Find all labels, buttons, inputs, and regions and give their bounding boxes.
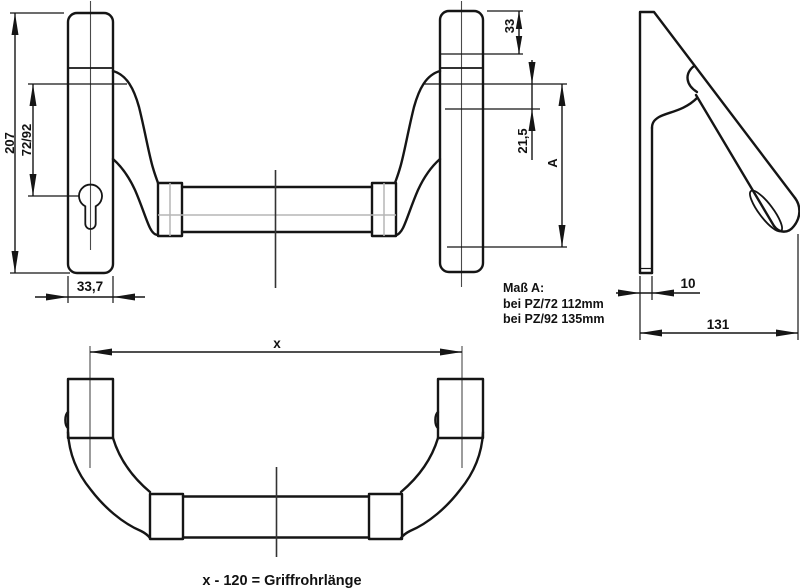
right-mount-block bbox=[436, 377, 485, 440]
front-left-plate bbox=[66, 1, 115, 275]
note-line-pz72: bei PZ/72 112mm bbox=[503, 297, 604, 311]
lever-inner-edge bbox=[694, 93, 776, 228]
bottom-tube-block-right bbox=[367, 492, 404, 541]
dim-label-72-92: 72/92 bbox=[19, 124, 34, 157]
bottom-geometry bbox=[64, 346, 485, 557]
right-block-clip bbox=[434, 410, 440, 430]
arrow-left-icon bbox=[90, 348, 112, 356]
bottom-tube-block-left bbox=[148, 492, 185, 541]
left-arm-upper-edge bbox=[111, 69, 160, 185]
dim-label-10: 10 bbox=[680, 276, 695, 291]
arrow-right-icon bbox=[776, 329, 798, 337]
front-grip-bar bbox=[111, 69, 442, 288]
note-mass-a: Maß A: bei PZ/72 112mm bei PZ/92 135mm bbox=[503, 281, 604, 326]
arrow-down-icon bbox=[515, 36, 523, 54]
front-dimensions: 207 72/92 33,7 33 21,5 A bbox=[2, 10, 567, 303]
dim-label-21-5: 21,5 bbox=[515, 128, 530, 153]
arrow-down-icon bbox=[528, 62, 536, 84]
dim-label-207: 207 bbox=[2, 132, 17, 154]
bottom-left-arm-inner bbox=[111, 436, 152, 494]
dim-label-x: x bbox=[273, 336, 281, 351]
side-plate-and-lever-outer bbox=[638, 10, 797, 275]
side-view: 10 131 bbox=[616, 10, 800, 340]
euro-cylinder-keyhole bbox=[78, 183, 103, 230]
dim-label-a: A bbox=[545, 158, 560, 168]
plate-outline bbox=[66, 11, 115, 275]
arrow-down-icon bbox=[11, 251, 19, 273]
right-arm-lower-edge bbox=[394, 157, 442, 237]
bottom-view: x bbox=[64, 336, 485, 557]
left-mount-block bbox=[66, 377, 115, 440]
arrow-right-icon bbox=[46, 293, 68, 301]
bottom-dimensions: x bbox=[90, 336, 462, 356]
left-arm-lower-edge bbox=[111, 157, 160, 237]
side-profile bbox=[638, 10, 800, 275]
dim-label-131: 131 bbox=[707, 317, 730, 332]
lever-end-cap bbox=[772, 196, 800, 233]
arrow-right-icon bbox=[440, 348, 462, 356]
bottom-right-arm-inner bbox=[399, 436, 440, 494]
lever-to-plate-curve bbox=[650, 96, 699, 130]
note-title: Maß A: bbox=[503, 281, 544, 295]
bottom-right-arm-outer bbox=[399, 430, 485, 540]
arrow-up-icon bbox=[558, 84, 566, 106]
arrow-left-icon bbox=[113, 293, 135, 301]
arrow-left-icon bbox=[640, 329, 662, 337]
lever-pivot-bump bbox=[686, 64, 699, 94]
post-outline bbox=[438, 9, 485, 274]
caption-grip-tube-length: x - 120 = Griffrohrlänge bbox=[202, 573, 361, 588]
arrow-up-icon bbox=[11, 13, 19, 35]
left-block-clip bbox=[64, 410, 70, 430]
arrow-up-icon bbox=[515, 11, 523, 29]
tube-end-face-ellipse bbox=[749, 189, 783, 233]
bottom-left-arm-outer bbox=[66, 430, 152, 540]
dim-label-33-7: 33,7 bbox=[77, 279, 103, 294]
arrow-left-icon bbox=[652, 289, 674, 297]
arrow-down-icon bbox=[29, 174, 37, 196]
arrow-right-icon bbox=[618, 289, 640, 297]
side-dimensions: 10 131 bbox=[616, 234, 799, 340]
note-line-pz92: bei PZ/92 135mm bbox=[503, 312, 604, 326]
front-right-post bbox=[438, 1, 485, 287]
dim-label-33: 33 bbox=[502, 19, 517, 33]
arrow-up-icon bbox=[29, 84, 37, 106]
arrow-up-icon bbox=[528, 109, 536, 131]
arrow-down-icon bbox=[558, 225, 566, 247]
front-view: 207 72/92 33,7 33 21,5 A bbox=[2, 1, 567, 303]
